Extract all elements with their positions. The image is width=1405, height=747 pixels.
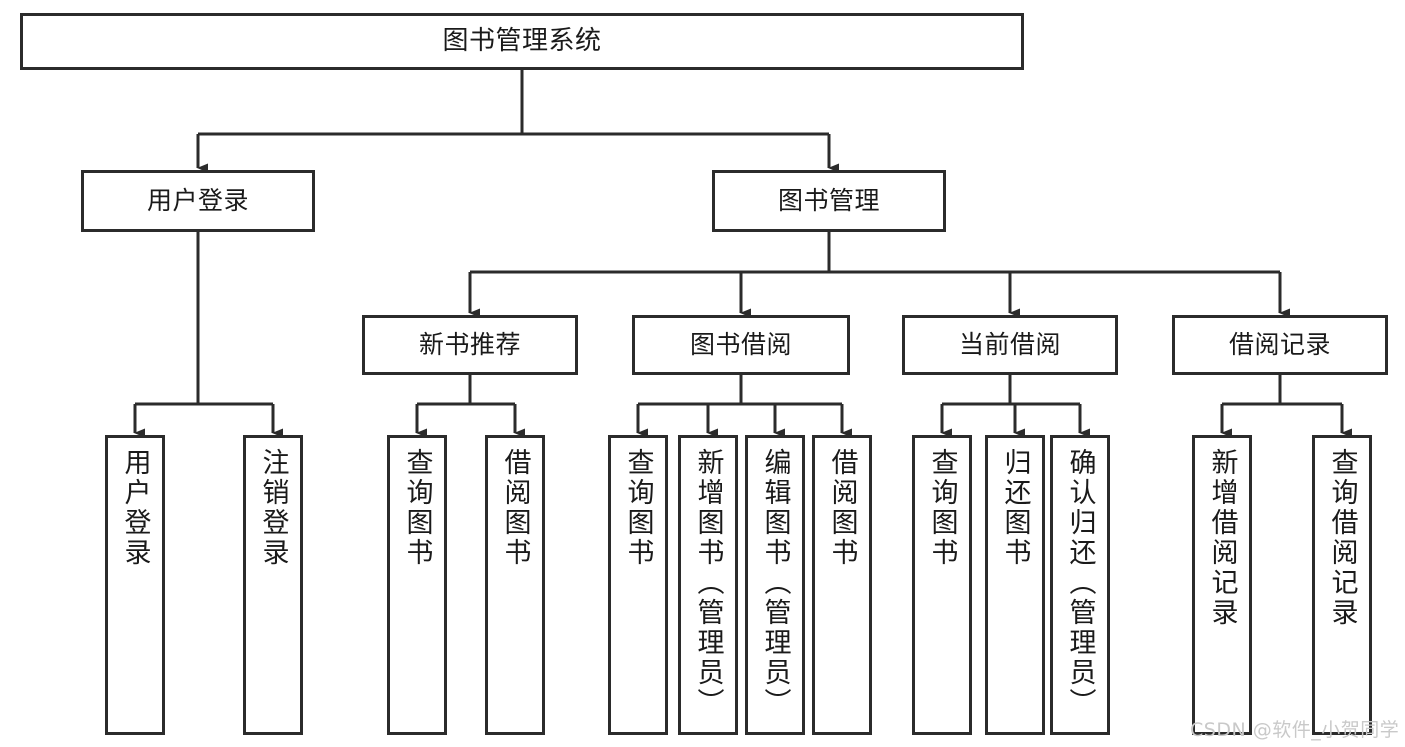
node-label: 查询图书 — [622, 448, 654, 568]
node-root[interactable]: 图书管理系统 — [20, 13, 1024, 70]
node-label: 图书借阅 — [689, 330, 792, 359]
node-label: 借阅图书 — [826, 448, 858, 568]
node-leaf-query-book-rec[interactable]: 查询图书 — [387, 435, 447, 735]
node-new-book-rec[interactable]: 新书推荐 — [362, 315, 578, 375]
node-leaf-user-logout[interactable]: 注销登录 — [243, 435, 303, 735]
node-label: 新增借阅记录 — [1206, 448, 1238, 628]
node-leaf-query-book-cb[interactable]: 查询图书 — [912, 435, 972, 735]
node-borrow-record[interactable]: 借阅记录 — [1172, 315, 1388, 375]
node-label: 用户登录 — [119, 448, 151, 568]
node-label: 查询借阅记录 — [1326, 448, 1358, 628]
node-label: 新增图书（管理员） — [692, 448, 724, 718]
node-leaf-borrow-book-rec[interactable]: 借阅图书 — [485, 435, 545, 735]
node-user-login[interactable]: 用户登录 — [81, 170, 315, 232]
node-label: 借阅图书 — [499, 448, 531, 568]
node-leaf-query-book-bb[interactable]: 查询图书 — [608, 435, 668, 735]
node-label: 图书管理 — [777, 186, 880, 215]
node-leaf-return-book[interactable]: 归还图书 — [985, 435, 1045, 735]
node-label: 新书推荐 — [418, 330, 521, 359]
node-leaf-edit-book[interactable]: 编辑图书（管理员） — [745, 435, 805, 735]
node-book-borrow[interactable]: 图书借阅 — [632, 315, 850, 375]
node-leaf-query-record[interactable]: 查询借阅记录 — [1312, 435, 1372, 735]
node-label: 注销登录 — [257, 448, 289, 568]
node-leaf-add-book[interactable]: 新增图书（管理员） — [678, 435, 738, 735]
node-leaf-user-login[interactable]: 用户登录 — [105, 435, 165, 735]
node-label: 编辑图书（管理员） — [759, 448, 791, 718]
node-leaf-add-record[interactable]: 新增借阅记录 — [1192, 435, 1252, 735]
node-label: 查询图书 — [926, 448, 958, 568]
node-label: 确认归还（管理员） — [1064, 448, 1096, 718]
node-label: 借阅记录 — [1228, 330, 1331, 359]
node-label: 当前借阅 — [958, 330, 1061, 359]
node-label: 归还图书 — [999, 448, 1031, 568]
node-leaf-borrow-book-bb[interactable]: 借阅图书 — [812, 435, 872, 735]
node-book-manage[interactable]: 图书管理 — [712, 170, 946, 232]
watermark-text: CSDN @软件_小贺同学 — [1190, 719, 1400, 741]
node-label: 图书管理系统 — [442, 25, 602, 56]
node-label: 用户登录 — [146, 186, 249, 215]
node-leaf-confirm-return[interactable]: 确认归还（管理员） — [1050, 435, 1110, 735]
node-current-borrow[interactable]: 当前借阅 — [902, 315, 1118, 375]
node-label: 查询图书 — [401, 448, 433, 568]
